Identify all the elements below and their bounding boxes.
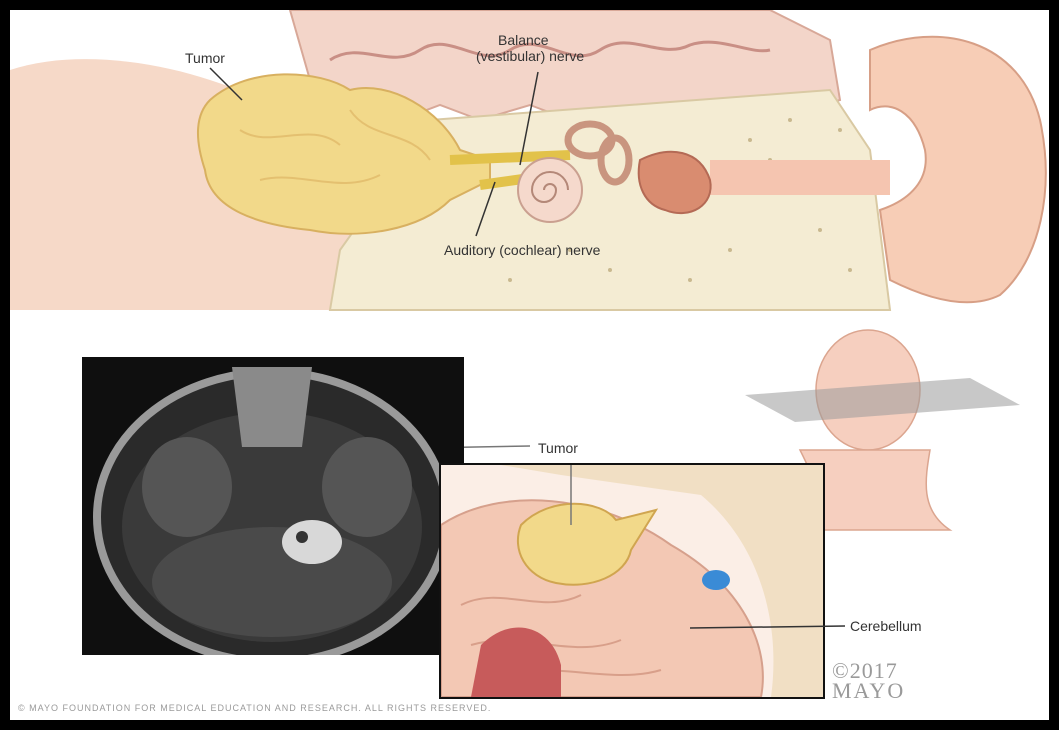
tumor-top-label: Tumor [185,50,225,67]
brain-section-inset [439,463,825,699]
copyright-footer: © MAYO FOUNDATION FOR MEDICAL EDUCATION … [18,703,491,713]
outer-ear [870,37,1046,302]
temporal-lobe-left [142,437,232,537]
temporal-lobe-right [322,437,412,537]
nasal-structures [232,367,312,447]
diagram-frame: Tumor Balance (vestibular) nerve Auditor… [10,10,1049,720]
cochlea [518,158,582,222]
mri-scan [82,357,464,655]
cerebellum-label: Cerebellum [850,618,922,635]
mri-scan-svg [82,357,464,655]
copyright-brand: MAYO [832,680,905,702]
brain-section-svg [441,465,823,697]
tumor-mri [282,520,342,564]
balance-nerve-label-line2: (vestibular) nerve [476,48,584,65]
ear-canal [710,160,890,195]
fluid-space-inset [702,570,730,590]
tumor-mri-label: Tumor [538,440,578,457]
cerebellum-mri [152,527,392,637]
balance-nerve-label-line1: Balance [498,32,549,49]
auditory-nerve-label: Auditory (cochlear) nerve [444,242,600,259]
